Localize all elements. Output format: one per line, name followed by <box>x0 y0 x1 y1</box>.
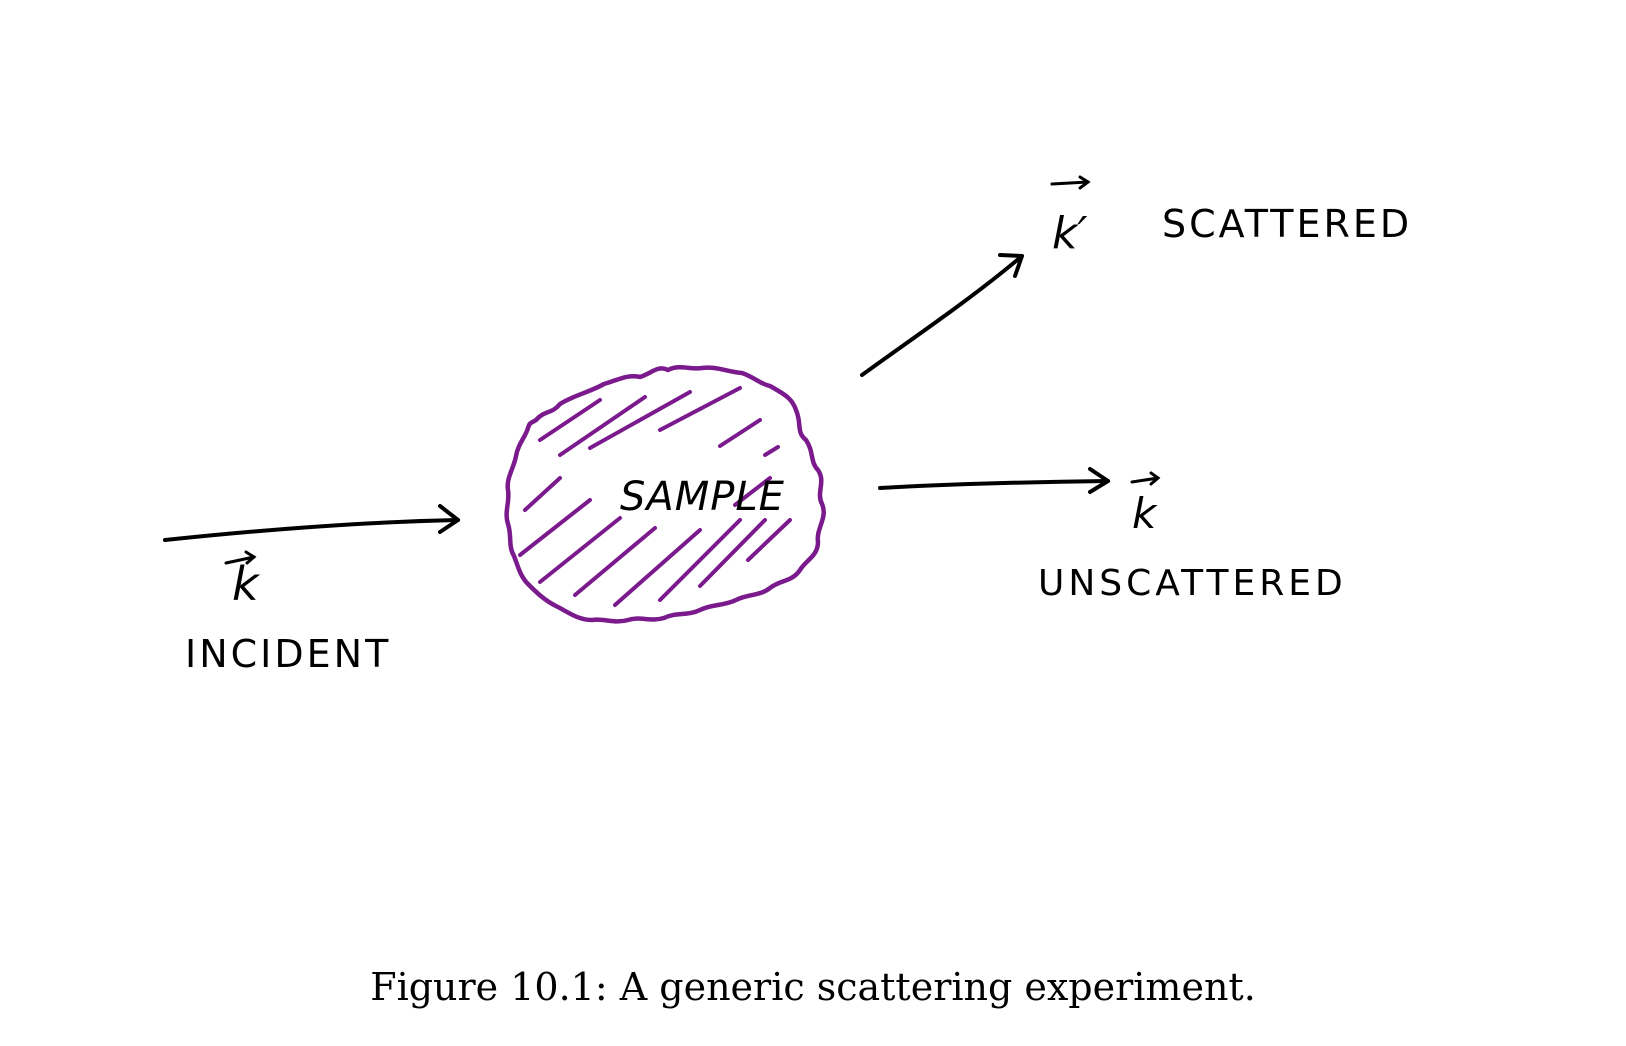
figure-caption: Figure 10.1: A generic scattering experi… <box>370 965 1256 1009</box>
sample-label: SAMPLE <box>620 474 785 520</box>
sample-blob: SAMPLE <box>504 365 826 624</box>
scattered-arrow <box>860 253 1024 377</box>
incident-k: k <box>232 557 261 611</box>
sample-outline <box>504 365 826 624</box>
incident-vector-arrow-icon <box>224 550 257 565</box>
scattered-vector-arrow-icon <box>1050 175 1091 190</box>
incident-label: INCIDENT <box>185 632 391 676</box>
unscattered-vector-label: k <box>1130 471 1161 538</box>
sample-hatching <box>518 386 792 607</box>
unscattered-label: UNSCATTERED <box>1038 563 1347 604</box>
unscattered-arrow <box>878 467 1110 494</box>
incident-arrow <box>163 504 460 542</box>
scattered-label: SCATTERED <box>1162 202 1412 246</box>
incident-vector-label: k <box>224 550 261 611</box>
scattered-k: k′ <box>1052 208 1087 259</box>
unscattered-k: k <box>1132 489 1158 538</box>
unscattered-vector-arrow-icon <box>1130 471 1161 486</box>
scattered-vector-label: k′ <box>1050 175 1091 259</box>
